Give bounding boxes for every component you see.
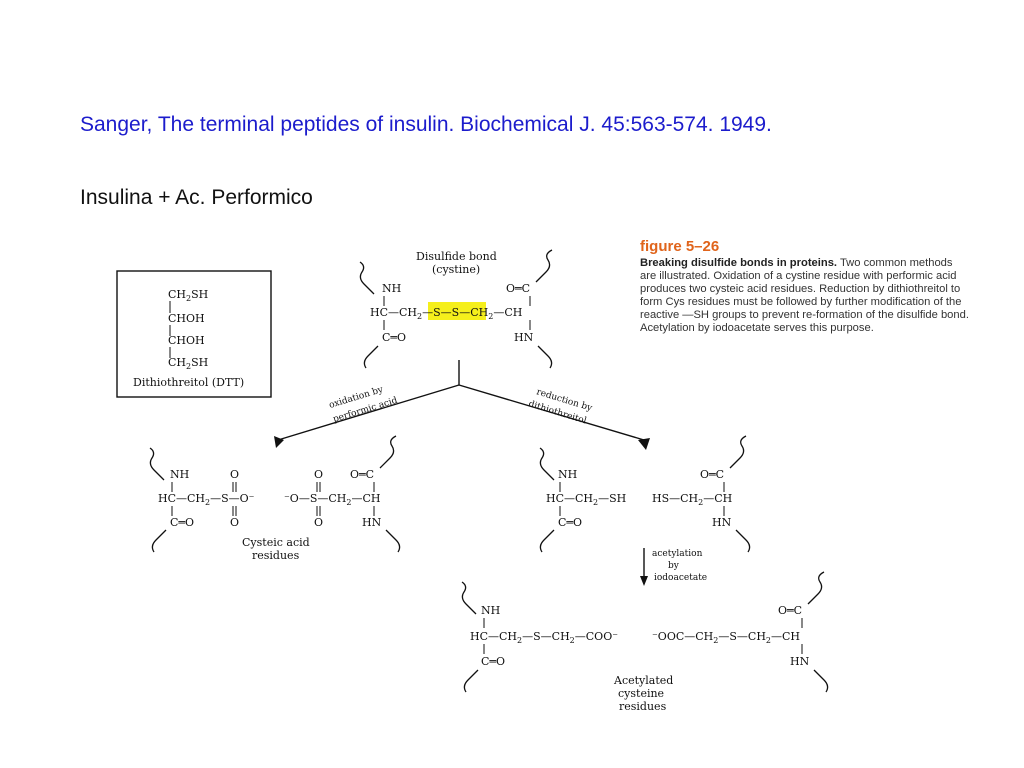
acetylation-label-2: by: [668, 561, 680, 571]
cystine-label: (cystine): [432, 263, 480, 276]
svg-text:O═C: O═C: [506, 282, 530, 295]
svg-text:NH: NH: [481, 604, 500, 617]
figure-title: figure 5–26: [640, 238, 720, 255]
svg-text:CHOH: CHOH: [168, 334, 205, 347]
svg-text:O═C: O═C: [778, 604, 802, 617]
dtt-label: Dithiothreitol (DTT): [133, 376, 244, 389]
svg-text:CH2SH: CH2SH: [168, 356, 208, 371]
acetylated-label-1: Acetylated: [613, 674, 673, 687]
svg-text:HC—CH2—S—CH2—COO⁻: HC—CH2—S—CH2—COO⁻: [470, 630, 618, 645]
svg-text:NH: NH: [382, 282, 401, 295]
acetylated-label-2: cysteine: [618, 687, 664, 700]
svg-text:NH: NH: [558, 468, 577, 481]
svg-text:C═O: C═O: [382, 331, 406, 344]
acetylation-label-3: iodoacetate: [654, 573, 707, 583]
slide-subtitle: Insulina + Ac. Performico: [80, 186, 313, 209]
svg-text:C═O: C═O: [170, 516, 194, 529]
svg-text:CHOH: CHOH: [168, 312, 205, 325]
svg-text:O: O: [230, 516, 239, 529]
acetylated-cysteine-structure: NH HC—CH2—S—CH2—COO⁻ C═O ⁻OOC—CH2—S—CH2—…: [461, 571, 829, 713]
disulfide-highlight: [428, 302, 486, 320]
disulfide-label: Disulfide bond: [416, 250, 497, 263]
svg-text:C═O: C═O: [481, 655, 505, 668]
svg-text:C═O: C═O: [558, 516, 582, 529]
svg-text:O: O: [230, 468, 239, 481]
acetylated-label-3: residues: [619, 700, 667, 713]
caption-body: Two common methods are illustrated. Oxid…: [640, 257, 969, 334]
caption-bold: Breaking disulfide bonds in proteins.: [640, 257, 838, 269]
svg-text:O: O: [314, 468, 323, 481]
svg-text:HC—CH2—SH: HC—CH2—SH: [546, 492, 626, 507]
svg-text:HC—CH2—S—O⁻: HC—CH2—S—O⁻: [158, 492, 255, 507]
svg-text:O: O: [314, 516, 323, 529]
svg-text:HS—CH2—CH: HS—CH2—CH: [652, 492, 732, 507]
svg-text:HN: HN: [362, 516, 382, 529]
svg-text:HN: HN: [514, 331, 534, 344]
branch-arrows: oxidation by performic acid reduction by…: [274, 360, 650, 450]
acetylation-label-1: acetylation: [652, 549, 703, 559]
svg-text:HC—CH2—S—S—CH2—CH: HC—CH2—S—S—CH2—CH: [370, 306, 522, 321]
cysteic-label-1: Cysteic acid: [242, 536, 310, 549]
svg-text:⁻OOC—CH2—S—CH2—CH: ⁻OOC—CH2—S—CH2—CH: [652, 630, 800, 645]
svg-text:⁻O—S—CH2—CH: ⁻O—S—CH2—CH: [284, 492, 380, 507]
cysteic-label-2: residues: [252, 549, 300, 562]
svg-text:CH2SH: CH2SH: [168, 288, 208, 303]
cysteic-acid-structure: NH HC—CH2—S—O⁻ O O C═O ⁻O—S—CH2—CH O O O…: [149, 435, 401, 562]
dtt-box: CH2SH CHOH CHOH CH2SH Dithiothreitol (DT…: [116, 270, 272, 398]
svg-text:HN: HN: [712, 516, 732, 529]
citation-text: Sanger, The terminal peptides of insulin…: [80, 113, 772, 136]
svg-text:O═C: O═C: [700, 468, 724, 481]
svg-text:O═C: O═C: [350, 468, 374, 481]
svg-text:NH: NH: [170, 468, 189, 481]
figure-caption: figure 5–26 Breaking disulfide bonds in …: [640, 238, 970, 335]
reduced-cysteine-structure: NH HC—CH2—SH C═O HS—CH2—CH O═C HN acetyl…: [539, 435, 751, 586]
svg-text:HN: HN: [790, 655, 810, 668]
cystine-structure: Disulfide bond (cystine) NH HC—CH2—S—S—C…: [359, 249, 553, 369]
